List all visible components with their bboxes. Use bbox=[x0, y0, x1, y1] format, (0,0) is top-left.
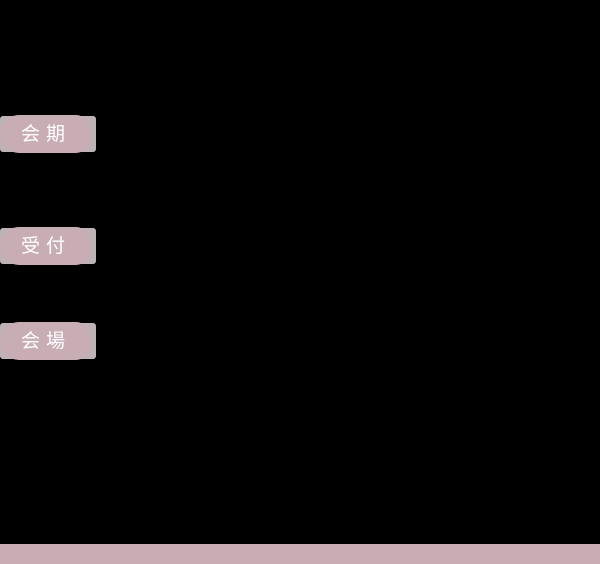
label-period-text: 会期 bbox=[20, 122, 71, 145]
bottom-accent-bar bbox=[0, 544, 600, 564]
label-tag-period: 会期 bbox=[0, 115, 96, 153]
label-venue-text: 会場 bbox=[20, 329, 71, 352]
label-pill: 会期 bbox=[0, 115, 90, 153]
label-tag-venue: 会場 bbox=[0, 322, 96, 360]
label-reception-text: 受付 bbox=[20, 234, 71, 257]
label-pill: 会場 bbox=[0, 322, 90, 360]
label-pill: 受付 bbox=[0, 227, 90, 265]
label-tag-reception: 受付 bbox=[0, 227, 96, 265]
